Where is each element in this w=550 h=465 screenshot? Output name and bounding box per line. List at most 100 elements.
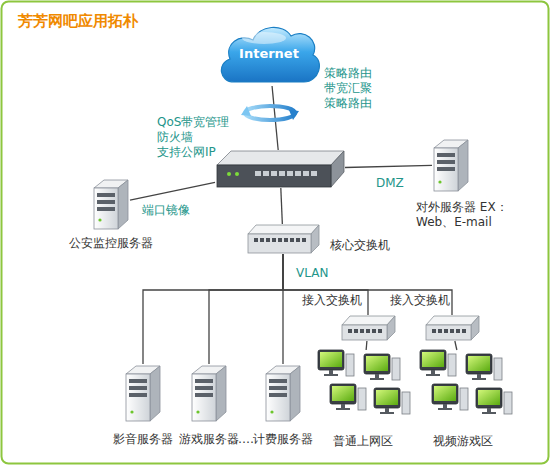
- server-graphic: [432, 138, 470, 192]
- pc-screen: [422, 352, 444, 367]
- server-led: [130, 410, 133, 413]
- switch-graphic: [424, 315, 480, 341]
- server-icon: [434, 140, 468, 191]
- switch-port: [444, 329, 448, 333]
- router-port: [311, 171, 317, 176]
- node-label: 核心交换机: [330, 238, 400, 253]
- pc-stand: [341, 404, 345, 408]
- switch-port: [372, 329, 376, 333]
- switch-port: [296, 238, 300, 242]
- server-front: [266, 374, 290, 421]
- router-port: [303, 171, 309, 176]
- switch-port: [260, 238, 264, 242]
- server-box: 计费服务器: [264, 364, 302, 422]
- server-box: 公安监控服务器: [92, 178, 130, 230]
- server-bay: [97, 193, 115, 197]
- pc-tower: [494, 358, 502, 380]
- server-side: [118, 180, 128, 229]
- pc-monitor: [374, 388, 400, 408]
- router-top: [217, 151, 344, 165]
- router-port: [255, 171, 261, 176]
- pc-base: [426, 374, 440, 376]
- node-label: 对外服务器 EX：Web、E-mail: [416, 200, 528, 230]
- switch-port: [462, 329, 466, 333]
- switch-front: [248, 234, 311, 253]
- switch-icon: [248, 225, 319, 253]
- server-front: [192, 374, 216, 421]
- pc-group: 普通上网区: [316, 350, 410, 424]
- access-switch: 接入交换机: [340, 315, 396, 341]
- switch-port: [272, 238, 276, 242]
- pc-screen: [478, 390, 500, 405]
- router-device: QoS带宽管理 防火墙 支持公网IP: [215, 150, 345, 188]
- network-link: [130, 182, 215, 200]
- server-bay: [437, 153, 455, 157]
- router-port: [279, 171, 285, 176]
- switch-top: [426, 316, 479, 325]
- server-icon: [94, 180, 128, 229]
- pc-monitor: [466, 354, 492, 374]
- server-bay: [195, 393, 213, 397]
- network-link: [209, 254, 283, 364]
- pc-tower: [402, 392, 410, 414]
- network-link: [365, 341, 367, 350]
- node-label: QoS带宽管理 防火墙 支持公网IP: [157, 115, 235, 160]
- pc-group: 视频游戏区: [418, 350, 512, 424]
- pc-screen: [320, 352, 342, 367]
- server-icon: [192, 366, 226, 421]
- pc-stand: [385, 408, 389, 412]
- server-bay: [437, 160, 455, 164]
- pc-stand: [443, 404, 447, 408]
- server-side: [458, 140, 468, 191]
- connector-group: [130, 86, 457, 364]
- pc-stand: [375, 374, 379, 378]
- connector-label: 策略路由 带宽汇聚 策略路由: [324, 66, 378, 111]
- switch-port: [438, 329, 442, 333]
- server-graphic: [92, 178, 130, 230]
- internet-cloud: Internet: [216, 22, 322, 86]
- router-port: [287, 171, 293, 176]
- pc-monitor: [364, 354, 390, 374]
- router-side: [331, 151, 344, 187]
- network-link: [345, 165, 432, 167]
- server-front: [434, 148, 458, 191]
- pc-stand: [431, 370, 435, 374]
- network-link: [455, 341, 457, 350]
- switch-port: [360, 329, 364, 333]
- server-side: [150, 366, 160, 421]
- switch-front: [426, 325, 471, 340]
- switch-port: [254, 238, 258, 242]
- server-bay: [269, 386, 287, 390]
- switch-port: [348, 329, 352, 333]
- switch-port: [302, 238, 306, 242]
- pcs-graphic: [316, 350, 410, 424]
- switch-top: [248, 225, 319, 234]
- switch-port: [278, 238, 282, 242]
- switch-port: [450, 329, 454, 333]
- pc-screen: [468, 356, 490, 371]
- ellipsis-label: ……: [230, 432, 260, 447]
- switch-port: [290, 238, 294, 242]
- router-led: [235, 172, 239, 176]
- server-graphic: [190, 364, 228, 422]
- pc-base: [482, 412, 496, 414]
- pc-base: [438, 408, 452, 410]
- server-front: [126, 374, 150, 421]
- switch-port: [378, 329, 382, 333]
- network-link: [143, 254, 283, 364]
- server-bay: [97, 207, 115, 211]
- switch-side: [311, 225, 319, 253]
- pc-screen: [332, 386, 354, 401]
- switch-port: [366, 329, 370, 333]
- pc-base: [324, 374, 338, 376]
- pc-tower: [460, 388, 468, 410]
- pc-stand: [329, 370, 333, 374]
- switch-port: [284, 238, 288, 242]
- switch-graphic: [246, 224, 320, 254]
- server-led: [196, 410, 199, 413]
- server-led: [438, 180, 441, 183]
- node-label: 计费服务器: [248, 432, 318, 447]
- swirl-arrowhead: [289, 110, 299, 120]
